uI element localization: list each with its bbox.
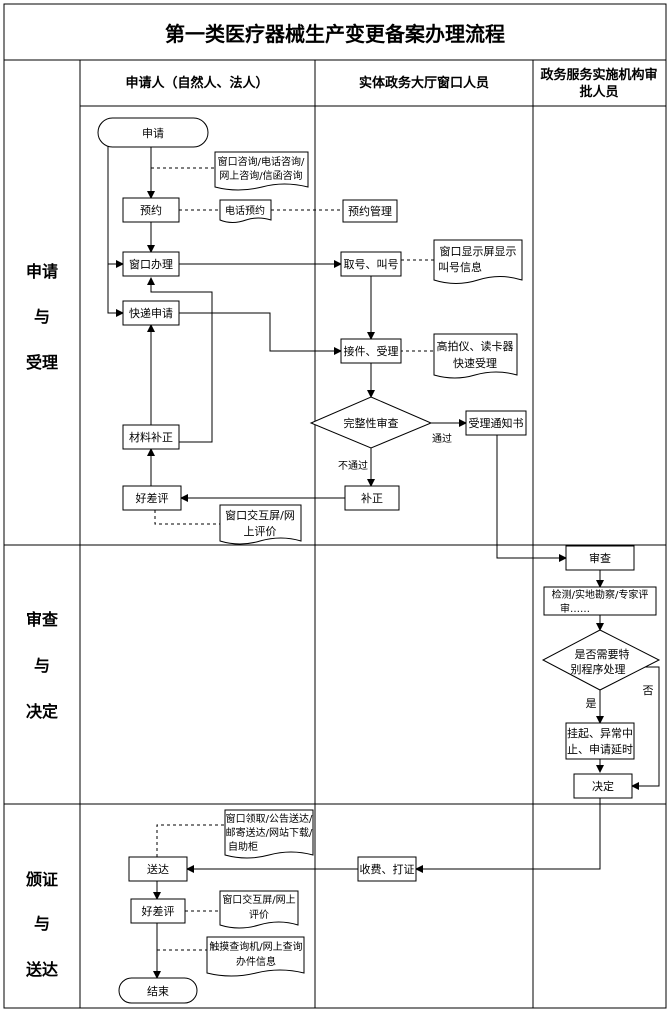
phase-apply-line-2: 与: [34, 307, 50, 326]
node-receive: [340, 338, 402, 364]
doc-phone-reserve-label: 电话预约: [225, 204, 265, 217]
node-inspection: [543, 586, 657, 616]
phase-review-line-2: 与: [34, 656, 50, 675]
node-window-handle: [122, 251, 180, 277]
node-end: [118, 977, 198, 1004]
doc-scanner-line-1: 高拍仪、读卡器: [437, 339, 514, 353]
node-suspend-line-1: 挂起、异常中: [567, 726, 633, 740]
node-completeness-check-label: 完整性审查: [344, 416, 399, 430]
node-review-label: 审查: [589, 551, 611, 565]
node-review: [565, 545, 635, 571]
node-completeness-check: [309, 396, 433, 449]
edge-question-decision: [631, 666, 660, 790]
edge-label-no: 否: [643, 684, 654, 697]
column-header-approver-line-2: 批人员: [579, 84, 618, 100]
doc-pickup: [224, 809, 314, 859]
node-end-label: 结束: [147, 985, 169, 998]
edge-decision-fee: [415, 798, 601, 873]
node-inspection-line-1: 检测/实地勘察/专家评: [552, 588, 649, 601]
outer-frame: [3, 3, 667, 1009]
node-supplement-materials-label: 材料补正: [129, 430, 173, 444]
node-fee-issue-label: 收费、打证: [360, 862, 415, 876]
doc-query-line-1: 触摸查询机/网上查询: [209, 940, 302, 953]
node-rate-1-label: 好差评: [136, 491, 169, 505]
node-receive-label: 接件、受理: [344, 345, 399, 358]
node-special-question-line-1: 是否需要特: [575, 647, 630, 661]
node-special-question-line-2: 别程序处理: [571, 662, 626, 676]
node-reserve-label: 预约: [140, 204, 162, 217]
edge-label-pass: 通过: [432, 432, 452, 445]
doc-eval-2-line-2: 评价: [249, 909, 269, 921]
column-header-approver-line-1: 政务服务实施机构审: [540, 67, 657, 83]
phase-deliver-line-3: 送达: [25, 960, 58, 979]
doc-pickup-line-3: 自助柜: [228, 840, 258, 853]
node-express-apply: [122, 300, 180, 326]
node-suspend: [565, 722, 635, 760]
node-deliver: [128, 856, 188, 882]
doc-scanner: [433, 333, 518, 379]
node-acceptance-notice-label: 受理通知书: [469, 416, 524, 430]
dash-pickup: [156, 824, 225, 857]
page-title: 第一类医疗器械生产变更备案办理流程: [165, 22, 505, 46]
node-supplement-materials: [122, 424, 180, 450]
node-apply: [97, 117, 209, 148]
doc-consult-line-2: 网上咨询/信函咨询: [219, 169, 302, 182]
doc-scanner-line-2: 快速受理: [453, 357, 497, 370]
node-inspection-line-2: 审……: [560, 602, 590, 615]
edge-supplement-window: [147, 277, 213, 443]
doc-screen-line-2: 叫号信息: [438, 260, 482, 274]
column-header-applicant: 申请人（自然人、法人）: [125, 75, 268, 91]
edge-label-fail: 不通过: [338, 459, 368, 472]
node-reserve: [122, 197, 180, 223]
doc-pickup-line-2: 邮寄送达/网站下载/: [226, 826, 313, 839]
doc-pickup-line-1: 窗口领取/公告送达/: [226, 812, 313, 825]
node-decision: [573, 773, 633, 799]
edge-express-receive: [179, 312, 342, 355]
phase-deliver-line-1: 颁证: [26, 870, 58, 889]
node-take-number: [340, 251, 402, 277]
node-correction: [344, 485, 400, 511]
node-acceptance-notice: [465, 410, 527, 436]
column-header-window: 实体政务大厅窗口人员: [359, 75, 489, 91]
doc-consult: [214, 151, 309, 191]
node-apply-label: 申请: [142, 127, 164, 140]
doc-consult-line-1: 窗口咨询/电话咨询/: [218, 155, 305, 168]
phase-apply-line-1: 申请: [26, 262, 58, 281]
edge-apply-left-branch: [98, 130, 124, 317]
doc-eval-2: [219, 890, 299, 929]
doc-eval-1-line-2: 上评价: [244, 525, 277, 538]
node-rate-2: [130, 898, 186, 924]
node-decision-label: 决定: [592, 779, 614, 793]
doc-eval-2-line-1: 窗口交互屏/网上: [222, 893, 295, 906]
doc-screen-line-1: 窗口显示屏显示: [440, 244, 517, 258]
node-express-apply-label: 快递申请: [129, 306, 173, 320]
doc-eval-1-line-1: 窗口交互屏/网: [225, 508, 295, 522]
node-rate-1: [122, 485, 182, 511]
doc-phone-reserve: [219, 199, 272, 223]
node-take-number-label: 取号、叫号: [344, 258, 399, 271]
phase-deliver-line-2: 与: [34, 914, 50, 933]
node-rate-2-label: 好差评: [142, 904, 175, 918]
node-correction-label: 补正: [361, 492, 383, 505]
doc-query: [206, 936, 305, 977]
doc-eval-1: [219, 504, 302, 545]
dash-eval-1: [154, 510, 220, 525]
edge-label-yes: 是: [586, 697, 597, 710]
node-window-handle-label: 窗口办理: [129, 257, 173, 271]
node-reserve-mgmt: [342, 199, 398, 223]
node-suspend-line-2: 止、申请延时: [567, 743, 633, 756]
phase-review-line-3: 决定: [26, 702, 58, 721]
edge-notice-review: [496, 435, 567, 562]
phase-apply-line-3: 受理: [26, 353, 58, 372]
node-reserve-mgmt-label: 预约管理: [348, 204, 392, 218]
node-deliver-label: 送达: [147, 862, 169, 876]
phase-review-line-1: 审查: [26, 610, 58, 629]
doc-screen: [433, 239, 523, 284]
doc-query-line-2: 办件信息: [236, 955, 276, 968]
node-special-question: [541, 629, 661, 691]
node-fee-issue: [357, 856, 417, 882]
